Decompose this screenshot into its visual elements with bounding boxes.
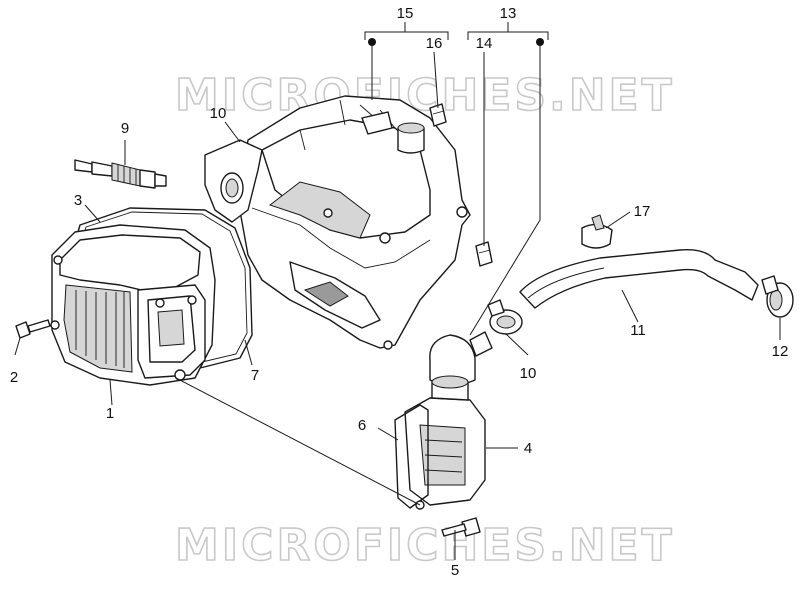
callout-11: 11 [630,322,646,339]
callout-10-bottom: 10 [520,365,537,382]
callout-10-top: 10 [210,105,227,122]
hose-clamp-10 [487,299,523,335]
air-shroud-housing [237,95,471,350]
bracket-dots [368,38,544,46]
hose-clamp-17 [581,214,613,249]
callout-12: 12 [772,343,789,360]
breather-hose [519,249,759,309]
breather-chamber [404,375,486,506]
callout-15: 15 [397,5,414,22]
callout-3: 3 [74,192,82,209]
leader-lines [14,22,781,560]
callout-17: 17 [634,203,651,220]
watermark-top: MICROFICHES.NET [175,70,675,121]
watermark-bottom: MICROFICHES.NET [175,520,675,571]
callout-4: 4 [524,440,532,457]
hose-clamp-12 [761,275,794,318]
callout-13: 13 [500,5,517,22]
chamber-screw [441,517,481,537]
callout-14: 14 [476,35,493,52]
callout-1: 1 [106,405,114,422]
callout-6: 6 [358,417,366,434]
callout-7: 7 [251,367,259,384]
callout-9: 9 [121,120,129,137]
housing-seal [204,139,263,223]
spark-plug [74,159,167,189]
callout-5: 5 [451,562,459,579]
callout-16: 16 [426,35,443,52]
cylinder-head-cover [50,224,216,386]
callout-2: 2 [10,369,18,386]
cover-bolt [15,319,51,339]
